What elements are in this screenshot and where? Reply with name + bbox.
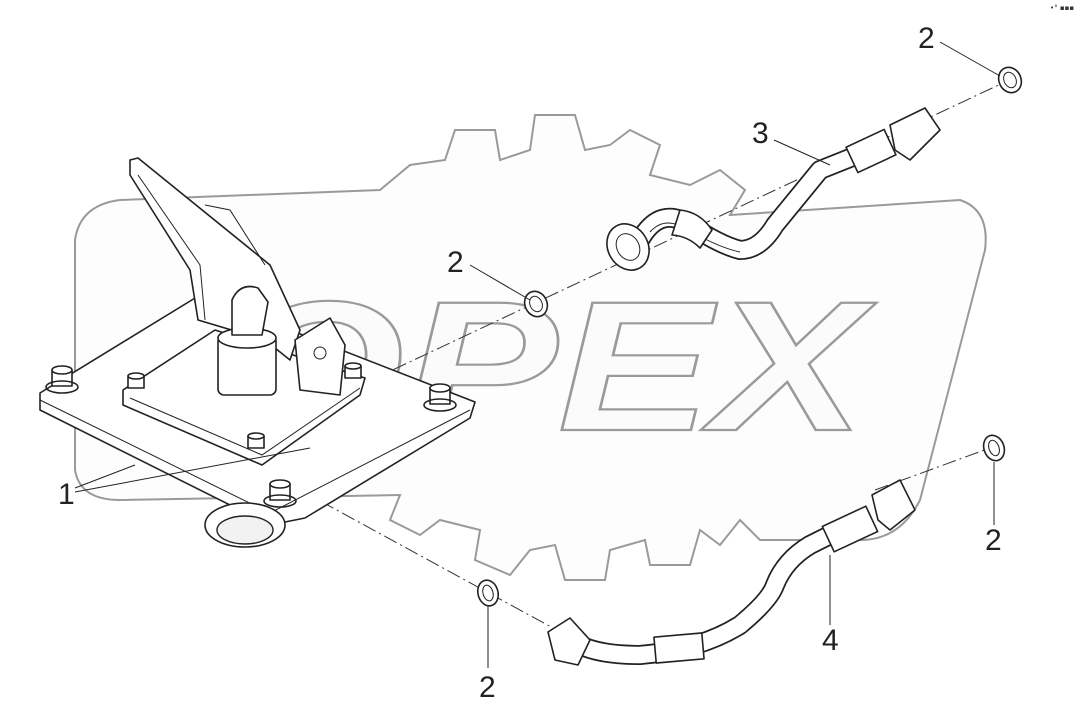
pedal-valve-assembly — [39, 157, 476, 548]
callout-part-2-bottom: 2 — [479, 671, 496, 704]
lower-hose-sleeve — [821, 505, 879, 553]
washer-middle — [523, 290, 549, 318]
mounting-bolts — [45, 362, 457, 508]
upper-hose-elbow — [671, 209, 713, 249]
sealing-washers — [476, 66, 1023, 607]
upper-hose-assembly — [606, 107, 941, 271]
washer-right — [982, 434, 1006, 462]
callout-part-1: 1 — [58, 478, 75, 511]
upper-hose-nut-right — [889, 107, 941, 161]
washer-top-right — [997, 66, 1023, 94]
upper-hose-sleeve — [845, 128, 897, 174]
corner-mark: •° ▪▪▪ — [1050, 4, 1074, 12]
lower-hose-ferrule — [653, 632, 705, 664]
lower-hose-nut-right — [871, 479, 916, 531]
callout-part-4: 4 — [822, 624, 839, 657]
callout-part-2-right: 2 — [985, 524, 1002, 557]
callout-labels: 1 2 2 2 2 3 4 — [58, 22, 1002, 704]
callout-part-2-middle: 2 — [447, 246, 464, 279]
lower-hose-assembly — [547, 479, 916, 666]
leader-lines — [74, 41, 1001, 668]
lower-hose-nut-left — [547, 617, 591, 666]
plunger-head — [231, 285, 269, 336]
upper-hose-nut-left — [606, 223, 650, 271]
washer-bottom — [476, 579, 500, 607]
callout-part-2-top-right: 2 — [918, 22, 935, 55]
callout-part-3: 3 — [752, 117, 769, 150]
pivot-bracket — [294, 317, 346, 396]
